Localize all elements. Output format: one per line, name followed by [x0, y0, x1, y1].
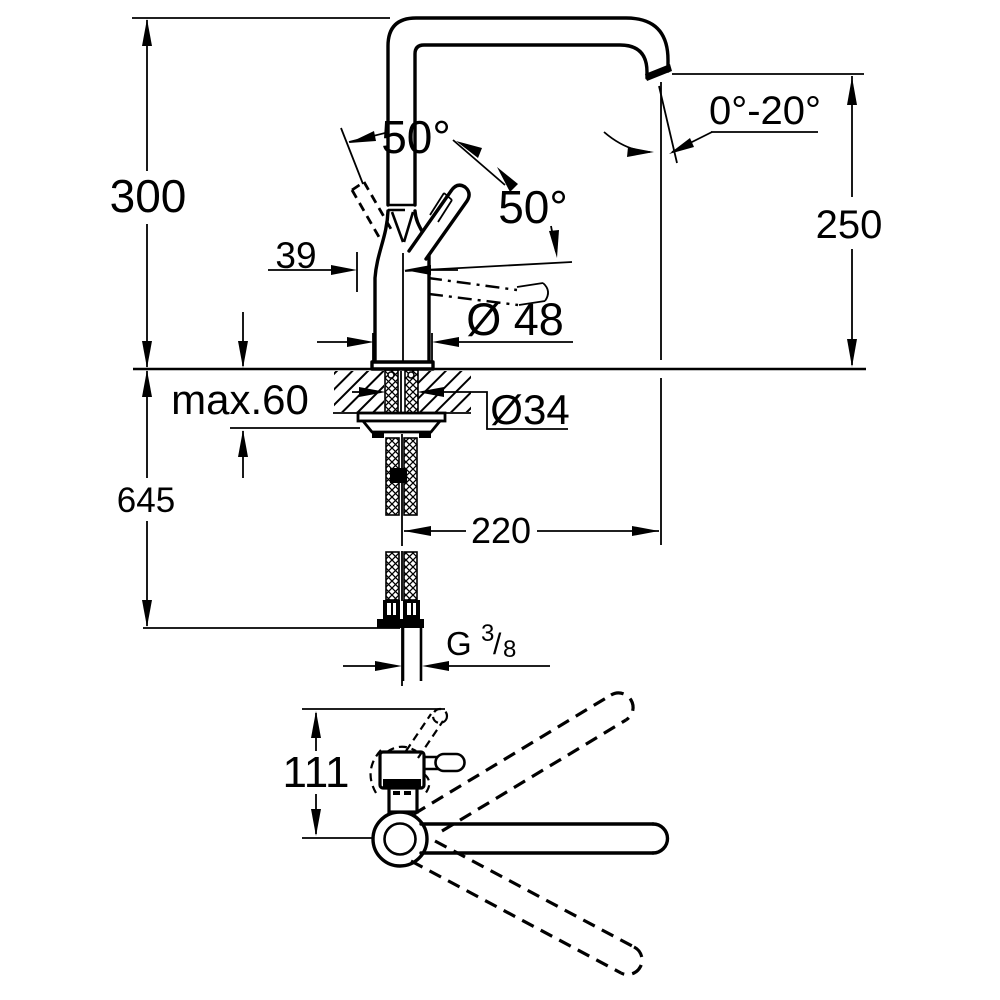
- plan-spout-dashed-up: [413, 691, 635, 833]
- dim-label-50-right: 50°: [498, 181, 568, 233]
- dim-111: 111: [283, 711, 350, 836]
- dim-label-max60: max.60: [171, 376, 309, 423]
- dim-label-spout-tilt: 0°-20°: [709, 89, 821, 133]
- dim-250: 250: [672, 73, 883, 367]
- dim-220: 220: [404, 510, 659, 551]
- aerator-tip: [645, 64, 672, 81]
- base-flange: [370, 360, 435, 371]
- plan-spout-solid: [419, 822, 670, 855]
- plan-base-circle: [371, 810, 429, 868]
- spout-tilt-callout: 0°-20°: [603, 89, 821, 157]
- plan-lever-dashed-tip: [431, 707, 449, 725]
- dim-d34: Ø34: [352, 386, 570, 433]
- plan-handle-assembly: [369, 707, 466, 814]
- dim-g38: G 3 / 8: [343, 620, 550, 681]
- tilt-leader-arrowhead: [669, 138, 694, 154]
- mounting-shank: [356, 369, 447, 438]
- thread-label-g: G: [446, 625, 472, 662]
- faucet-body: [370, 203, 435, 371]
- thread-label-numerator: 3: [481, 620, 494, 647]
- dim-300: 300: [110, 19, 187, 368]
- dim-label-220: 220: [471, 510, 531, 551]
- thread-label-denominator: 8: [503, 636, 516, 663]
- plan-lever-knob: [434, 752, 466, 773]
- dim-d48: Ø 48: [317, 294, 573, 363]
- plan-spout-tube-circle: [383, 822, 417, 856]
- dim-label-d34: Ø34: [490, 386, 569, 433]
- dim-label-d48: Ø 48: [466, 294, 564, 345]
- dim-label-300: 300: [110, 170, 187, 222]
- dim-label-39: 39: [275, 235, 316, 276]
- dim-label-250: 250: [816, 203, 883, 247]
- dim-label-111: 111: [283, 748, 350, 797]
- flexible-hoses: [377, 437, 424, 628]
- hose-connector-left: [383, 600, 400, 619]
- dim-50-left: 50°: [348, 111, 506, 186]
- dim-max60: max.60: [171, 312, 360, 478]
- plan-view: 111: [283, 691, 670, 977]
- plan-spout-dashed-down: [410, 839, 644, 977]
- dim-50-right: 50°: [497, 167, 568, 258]
- handle-lever-dashed-left: [340, 127, 393, 238]
- mounting-nut: [360, 419, 443, 434]
- hose-connector-right: [403, 600, 420, 619]
- elevation-view: 0°-20° 250 300 645: [110, 16, 883, 686]
- handle-lever: [407, 183, 471, 261]
- rotation-arc-arrowhead: [627, 147, 654, 157]
- dim-645: 645: [117, 370, 175, 627]
- spout-outline: [386, 16, 672, 207]
- handle-lever-dashed-down: [404, 261, 573, 307]
- dim-label-645: 645: [117, 481, 175, 520]
- thread-label-slash: /: [493, 628, 502, 661]
- dim-label-50-left: 50°: [381, 111, 451, 163]
- plan-neck: [387, 786, 419, 814]
